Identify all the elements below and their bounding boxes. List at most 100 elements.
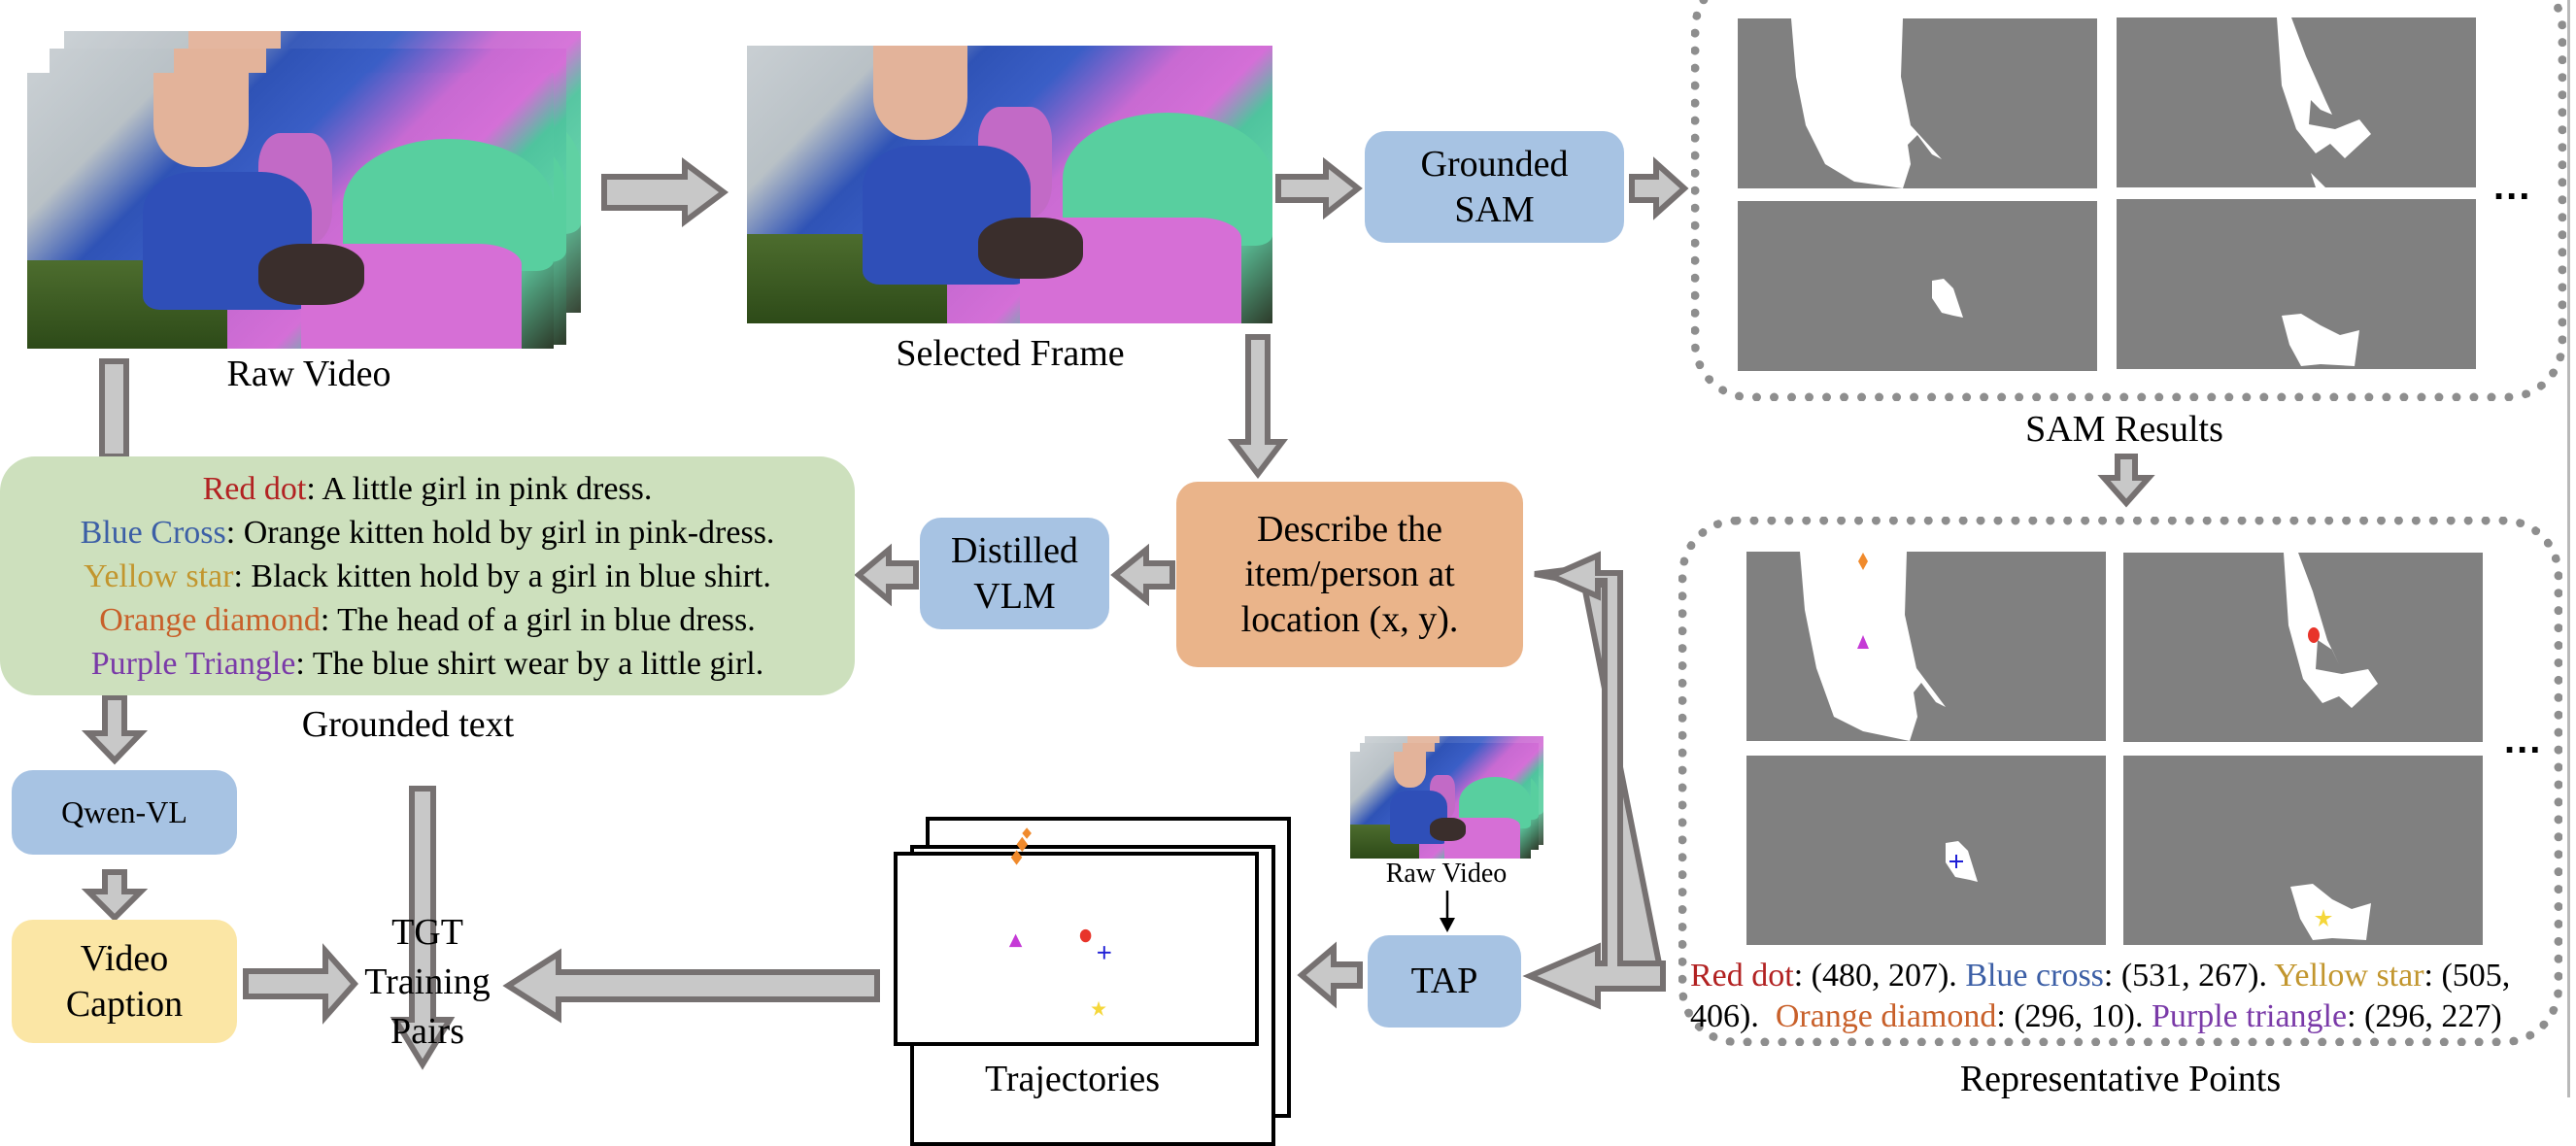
sam-results-ellipsis: ... (2493, 165, 2532, 208)
arrow-points-to-tap-and-describe (1534, 564, 1665, 976)
grounded-text-line: Blue Cross: Orange kitten hold by girl i… (81, 511, 775, 555)
tap-raw-video-label: Raw Video (1385, 859, 1508, 889)
red-dot-marker (2308, 627, 2320, 643)
coord-blue-cross-name: Blue cross (1965, 958, 2104, 994)
coord-orange-diamond-name: Orange diamond (1775, 998, 1997, 1034)
representative-points-label: Representative Points (1959, 1059, 2282, 1099)
describe-line1: Describe the (1257, 508, 1442, 550)
selected-frame-image (747, 46, 1272, 323)
video-caption-line2: Caption (65, 983, 184, 1025)
trajectory-frame-1 (894, 827, 1259, 1046)
arrow-text-to-qwen (81, 694, 149, 765)
key-yellow-star: Yellow star (84, 557, 234, 594)
sam-mask-2 (2117, 17, 2476, 187)
distilled-vlm-line1: Distilled (951, 530, 1078, 572)
raw-video-frame-1 (27, 73, 554, 349)
grounded-text-lines: Red dot: A little girl in pink dress. Bl… (81, 467, 775, 686)
arrow-vlm-to-text (854, 543, 919, 607)
coord-yellow-star-value: : (505, (2423, 958, 2511, 994)
orange-diamond-traj-2 (1016, 836, 1029, 853)
purple-triangle-traj (1008, 933, 1023, 948)
blue-cross-marker (1949, 855, 1963, 868)
raw-video-label: Raw Video (226, 354, 391, 394)
coord-purple-triangle-name: Purple triangle (2151, 998, 2348, 1034)
grounded-text-line: Yellow star: Black kitten hold by a girl… (81, 555, 775, 598)
yellow-star-traj (1091, 1000, 1106, 1017)
tgt-training-pairs: TGT Training Pairs (330, 908, 525, 1057)
selected-frame-label: Selected Frame (896, 333, 1125, 374)
arrow-traj-to-tgt (502, 948, 880, 1024)
coord-yellow-star-value-cont: 406). (1690, 998, 1776, 1034)
arrow-qwen-to-caption (81, 869, 149, 923)
key-red-dot: Red dot (202, 470, 307, 507)
qwen-vl-label: Qwen-VL (61, 793, 187, 829)
arrow-results-to-points (2097, 454, 2155, 508)
representative-points-coords: Red dot: (480, 207). Blue cross: (531, 2… (1690, 956, 2555, 1037)
grounded-text-line: Orange diamond: The head of a girl in bl… (81, 598, 775, 642)
tgt-line3: Pairs (390, 1011, 464, 1052)
arrow-selected-to-sam (1275, 156, 1363, 220)
points-mask-4 (2123, 756, 2483, 945)
coord-red-dot-value: : (480, 207). (1793, 958, 1966, 994)
trajectories-label: Trajectories (984, 1059, 1161, 1099)
tap-raw-video-frame-1 (1350, 752, 1531, 859)
points-mask-1 (1746, 552, 2106, 741)
video-caption-line1: Video (80, 938, 169, 980)
trajectory-markers (1008, 827, 1111, 1017)
coords-line-1: Red dot: (480, 207). Blue cross: (531, 2… (1690, 956, 2555, 996)
orange-diamond-traj-1 (1010, 850, 1023, 865)
key-blue-cross: Blue Cross (80, 514, 226, 551)
grounded-sam-line1: Grounded (1420, 144, 1569, 185)
grounded-text-label: Grounded text (301, 704, 515, 745)
coord-yellow-star-name: Yellow star (2274, 958, 2424, 994)
arrow-tap-to-traj (1297, 941, 1363, 1009)
coord-purple-triangle-value: : (296, 227) (2347, 998, 2502, 1034)
qwen-vl-box: Qwen-VL (12, 770, 237, 855)
grounded-text-box: Red dot: A little girl in pink dress. Bl… (0, 456, 855, 695)
key-orange-diamond: Orange diamond (99, 601, 321, 638)
arrow-selected-to-describe (1227, 334, 1289, 479)
thin-arrow-to-tap (1440, 891, 1455, 932)
describe-line2: item/person at (1244, 554, 1455, 595)
coord-red-dot-name: Red dot (1690, 958, 1794, 994)
arrow-describe-to-vlm (1110, 543, 1175, 607)
sam-mask-1 (1738, 18, 2097, 188)
arrow-sam-to-results (1629, 156, 1689, 220)
orange-diamond-marker (1858, 553, 1868, 570)
points-ellipsis: ... (2504, 719, 2543, 761)
arrow-raw-to-selected (601, 157, 729, 227)
yellow-star-marker (2315, 909, 2332, 927)
tap-label: TAP (1410, 961, 1478, 1002)
desc-yellow-star: : Black kitten hold by a girl in blue sh… (233, 557, 771, 594)
tap-box: TAP (1368, 935, 1521, 1028)
representative-points-container (1678, 517, 2562, 1046)
distilled-vlm-line2: VLM (973, 575, 1056, 617)
blue-cross-traj (1098, 946, 1111, 960)
key-purple-triangle: Purple Triangle (90, 645, 296, 682)
desc-blue-cross: : Orange kitten hold by girl in pink-dre… (225, 514, 775, 551)
describe-line3: location (x, y). (1240, 598, 1459, 640)
describe-location-box: Describe the item/person at location (x,… (1176, 482, 1523, 667)
points-mask-3 (1746, 756, 2106, 945)
grounded-text-line: Red dot: A little girl in pink dress. (81, 467, 775, 511)
purple-triangle-marker (1857, 635, 1869, 649)
page-edge-line (2567, 0, 2570, 1097)
tgt-line1: TGT (391, 912, 463, 953)
grounded-sam-line2: SAM (1454, 188, 1535, 230)
tgt-line2: Training (364, 961, 491, 1002)
desc-orange-diamond: : The head of a girl in blue dress. (320, 601, 756, 638)
arrow-raw-down (99, 358, 129, 459)
orange-diamond-traj-3 (1022, 827, 1032, 839)
red-dot-traj (1079, 928, 1092, 943)
sam-results-container (1691, 0, 2566, 401)
points-mask-2 (2123, 553, 2483, 742)
grounded-text-line: Purple Triangle: The blue shirt wear by … (81, 642, 775, 686)
coord-orange-diamond-value: : (296, 10). (1996, 998, 2152, 1034)
coord-blue-cross-value: : (531, 267). (2103, 958, 2275, 994)
coords-line-2: 406). Orange diamond: (296, 10). Purple … (1690, 996, 2555, 1037)
sam-mask-3 (1738, 201, 2097, 371)
desc-red-dot: : A little girl in pink dress. (306, 470, 653, 507)
sam-results-label: SAM Results (2025, 409, 2223, 450)
